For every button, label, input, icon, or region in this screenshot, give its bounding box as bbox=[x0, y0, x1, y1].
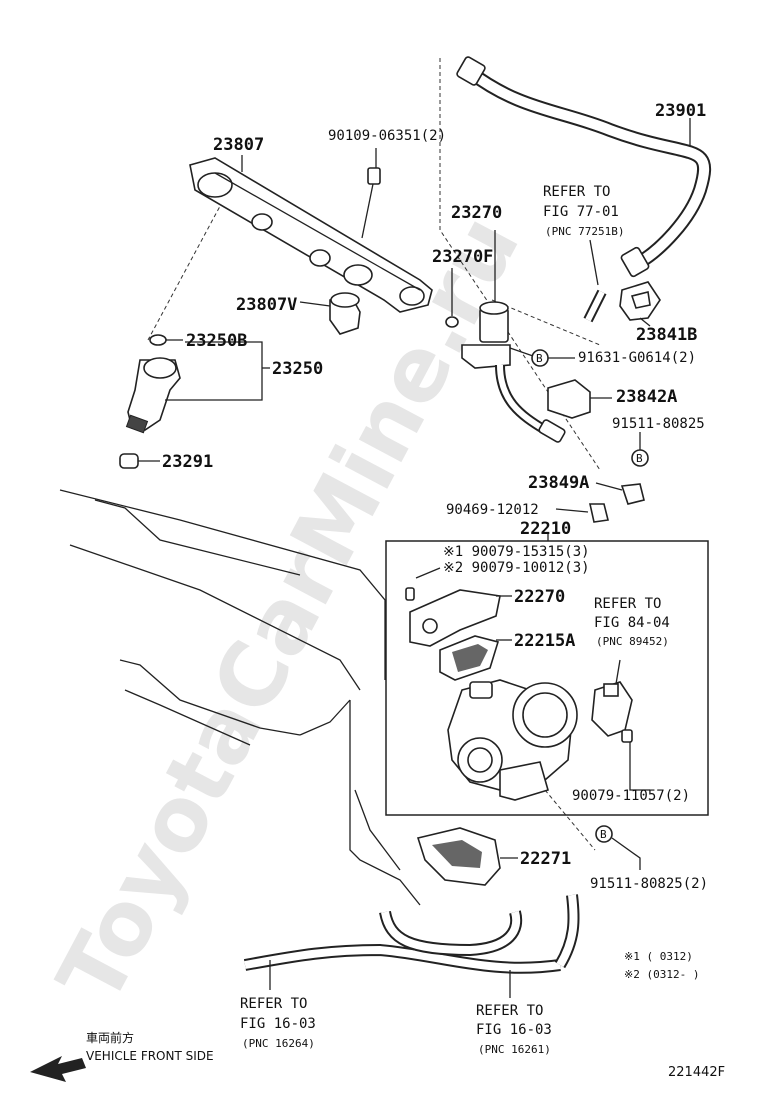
insulator-23807V bbox=[299, 292, 361, 335]
label-refer-77-2: FIG 77-01 bbox=[543, 204, 619, 220]
label-refer-84-2: FIG 84-04 bbox=[594, 615, 670, 631]
vehicle-front-arrow-icon bbox=[30, 1056, 86, 1082]
label-23842A: 23842A bbox=[616, 387, 677, 407]
callout-b-91511-bottom: B bbox=[595, 825, 641, 870]
label-23807V: 23807V bbox=[236, 295, 297, 315]
label-22270: 22270 bbox=[514, 587, 565, 607]
throttle-position-sensor-22270 bbox=[409, 589, 512, 647]
screw-90079 bbox=[405, 567, 441, 601]
label-23841B: 23841B bbox=[636, 325, 697, 345]
throttle-body bbox=[447, 679, 578, 801]
label-22210: 22210 bbox=[520, 519, 571, 539]
svg-text:B: B bbox=[600, 828, 607, 841]
label-91511-80825-bottom: 91511-80825(2) bbox=[590, 876, 708, 892]
label-22271: 22271 bbox=[520, 849, 571, 869]
water-bypass-hoses bbox=[243, 894, 580, 998]
label-23250: 23250 bbox=[272, 359, 323, 379]
label-refer-77-1: REFER TO bbox=[543, 184, 610, 200]
label-23849A: 23849A bbox=[528, 473, 589, 493]
note-1: ※1 ( 0312) bbox=[624, 950, 693, 963]
o-ring-23250B bbox=[149, 334, 167, 346]
label-23807: 23807 bbox=[213, 135, 264, 155]
label-refer-84-1: REFER TO bbox=[594, 596, 661, 612]
label-refer-16a-3: (PNC 16264) bbox=[242, 1037, 315, 1050]
insulator-23291 bbox=[119, 453, 160, 469]
gasket-22215A bbox=[439, 635, 512, 681]
label-refer-84-3: (PNC 89452) bbox=[596, 635, 669, 648]
clamp-23849A bbox=[595, 482, 645, 505]
vsv-23270 bbox=[461, 230, 566, 443]
label-refer-77-3: (PNC 77251B) bbox=[545, 225, 624, 238]
label-refer-16b-2: FIG 16-03 bbox=[476, 1022, 552, 1038]
label-refer-16a-1: REFER TO bbox=[240, 996, 307, 1012]
label-90079-10012: ※2 90079-10012(3) bbox=[443, 560, 590, 576]
label-23901: 23901 bbox=[655, 101, 706, 121]
label-23270F: 23270F bbox=[432, 247, 493, 267]
label-23291: 23291 bbox=[162, 452, 213, 472]
screw-90079-11057 bbox=[621, 729, 650, 791]
label-refer-16a-2: FIG 16-03 bbox=[240, 1016, 316, 1032]
label-front-jp: 車両前方 bbox=[86, 1030, 134, 1045]
callout-b-91511-top: B bbox=[631, 432, 649, 467]
label-front-en: VEHICLE FRONT SIDE bbox=[86, 1049, 214, 1063]
label-90469-12012: 90469-12012 bbox=[446, 502, 539, 518]
note-2: ※2 (0312- ) bbox=[624, 968, 699, 981]
injector-23250 bbox=[125, 357, 181, 434]
callout-b-91631: B bbox=[509, 347, 575, 367]
part-labels: 23807 90109-06351(2) 23901 REFER TO FIG … bbox=[86, 101, 725, 1080]
sensor-refer-84 bbox=[591, 659, 633, 737]
label-23250B: 23250B bbox=[186, 331, 247, 351]
label-91511-80825-top: 91511-80825 bbox=[612, 416, 705, 432]
gasket-22271 bbox=[416, 827, 518, 886]
bolt-90109-06351 bbox=[361, 148, 381, 239]
label-refer-16b-1: REFER TO bbox=[476, 1003, 543, 1019]
clip-23841B bbox=[619, 281, 661, 327]
reference-dashed-lines bbox=[147, 58, 601, 851]
clip-90469-12012 bbox=[555, 503, 609, 523]
throttle-body-group-box bbox=[385, 540, 709, 816]
label-90079-11057: 90079-11057(2) bbox=[572, 788, 690, 804]
fuel-delivery-pipe-23807 bbox=[189, 157, 433, 313]
label-90109-06351: 90109-06351(2) bbox=[328, 128, 446, 144]
o-ring-23270F bbox=[445, 316, 459, 328]
label-22215A: 22215A bbox=[514, 631, 575, 651]
bracket-23842A bbox=[547, 379, 612, 419]
svg-text:B: B bbox=[636, 452, 643, 465]
label-refer-16b-3: (PNC 16261) bbox=[478, 1043, 551, 1056]
label-90079-15315: ※1 90079-15315(3) bbox=[443, 544, 590, 560]
svg-text:B: B bbox=[536, 352, 543, 365]
label-91631-G0614: 91631-G0614(2) bbox=[578, 350, 696, 366]
figure-number: 221442F bbox=[668, 1065, 725, 1080]
fuel-hose-23901 bbox=[456, 56, 711, 278]
engine-outline bbox=[59, 489, 421, 906]
hose-stub-refer-77 bbox=[583, 239, 607, 323]
label-23270: 23270 bbox=[451, 203, 502, 223]
